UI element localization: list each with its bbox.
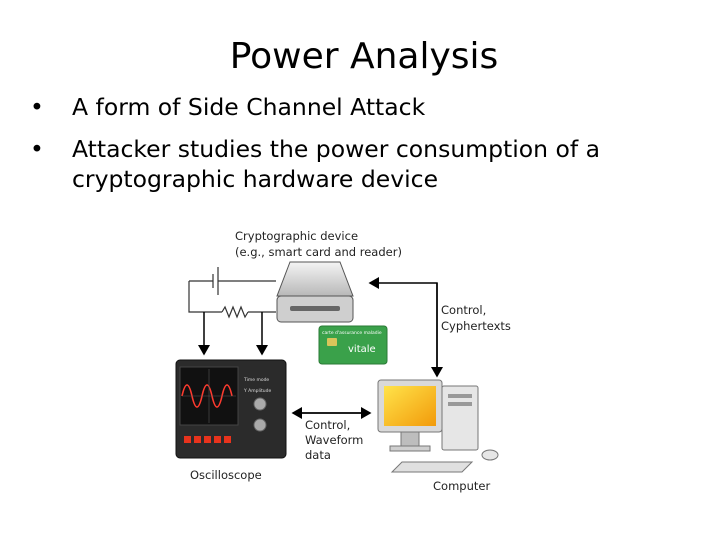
computer-icon — [377, 379, 499, 473]
smart-card-icon: carte d'assurance maladie vitale — [318, 325, 388, 365]
bullet-item: • Attacker studies the power consumption… — [30, 134, 710, 194]
bullet-text: A form of Side Channel Attack — [72, 93, 426, 121]
bullet-text: Attacker studies the power consumption o… — [72, 135, 601, 193]
oscilloscope-label: Oscilloscope — [190, 468, 262, 482]
data-label: data — [305, 448, 331, 462]
computer-label: Computer — [433, 479, 491, 493]
cyphertexts-label: Cyphertexts — [441, 319, 511, 333]
waveform-label: Waveform — [305, 433, 364, 447]
oscilloscope-icon: Time mode Y Amplitude — [175, 359, 287, 459]
svg-text:Time mode: Time mode — [243, 377, 269, 383]
svg-text:carte d'assurance maladie: carte d'assurance maladie — [322, 330, 382, 336]
smart-card-reader-icon — [276, 261, 354, 323]
svg-text:vitale: vitale — [348, 344, 376, 355]
slide-title: Power Analysis — [229, 36, 499, 77]
circuit — [188, 267, 276, 319]
arrows — [198, 277, 443, 419]
control-label: Control, — [441, 303, 487, 317]
bullet-dot-icon: • — [30, 135, 44, 163]
control-label: Control, — [305, 418, 351, 432]
device-sublabel: (e.g., smart card and reader) — [235, 245, 402, 259]
bullet-list: • A form of Side Channel Attack • Attack… — [30, 92, 710, 206]
bullet-dot-icon: • — [30, 93, 44, 121]
device-label: Cryptographic device — [235, 229, 359, 243]
bullet-item: • A form of Side Channel Attack — [30, 92, 710, 122]
svg-text:Y Amplitude: Y Amplitude — [243, 388, 271, 394]
